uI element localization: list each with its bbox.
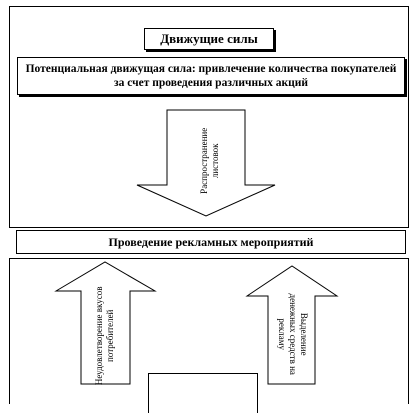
arrow-left-label: Неудовлетворение вкусов потребителей [94,286,115,386]
driving-forces-title: Движущие силы [144,28,274,50]
advertising-events-box: Проведение рекламных мероприятий [16,230,406,254]
inner-box [148,373,258,413]
arrow-right-label: Выделение денежных средств на рекламу [277,293,310,375]
potential-driving-force-text: Потенциальная движущая сила: привлечение… [25,62,397,89]
potential-driving-force: Потенциальная движущая сила: привлечение… [17,57,405,95]
